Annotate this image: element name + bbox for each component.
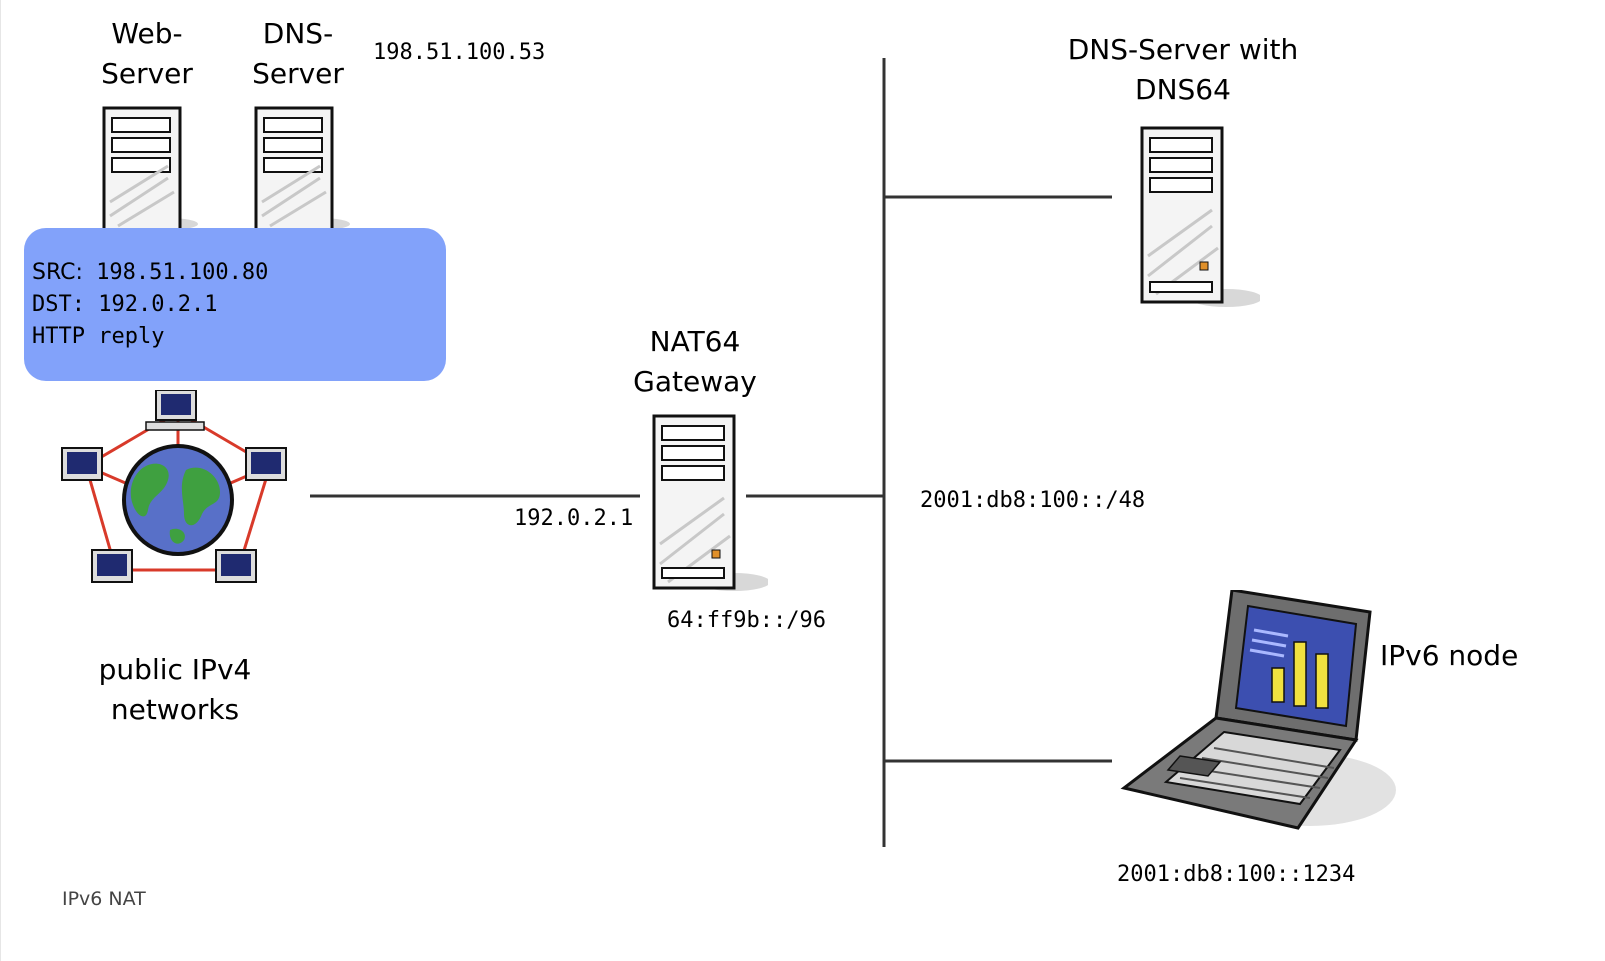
frame-edge [0, 0, 1, 961]
dns64-server-label-line1: DNS-Server with [1067, 33, 1299, 66]
ipv6-subnet-label: 2001:db8:100::/48 [920, 488, 1146, 513]
packet-dst-label: DST: [32, 292, 85, 317]
nat64-gateway-label-line2: Gateway [633, 365, 757, 398]
packet-dst-value: 192.0.2.1 [98, 292, 218, 317]
ipv4-network-label-line1: public IPv4 [98, 653, 252, 686]
server-tower-icon [254, 106, 350, 230]
server-tower-icon [652, 414, 768, 591]
packet-payload: HTTP reply [32, 324, 165, 349]
nat64-ipv4-address: 192.0.2.1 [514, 506, 634, 531]
web-server-label-line1: Web- [111, 17, 183, 50]
server-tower-icon [1140, 126, 1260, 307]
packet-src-line: SRC: 198.51.100.80 [32, 260, 268, 285]
web-server-label-line2: Server [101, 57, 193, 90]
footer-caption: IPv6 NAT [62, 888, 146, 910]
dns64-server-label: DNS-Server with DNS64 [1050, 30, 1316, 110]
ipv4-network-label: public IPv4 networks [70, 650, 280, 730]
dns-server-label-line1: DNS- [262, 17, 334, 50]
dns-server-label-line2: Server [252, 57, 344, 90]
dns64-server-label-line2: DNS64 [1135, 73, 1231, 106]
ipv6-node-address: 2001:db8:100::1234 [1117, 862, 1356, 887]
packet-info-box: SRC: 198.51.100.80 DST: 192.0.2.1 HTTP r… [24, 228, 446, 381]
nat64-prefix: 64:ff9b::/96 [667, 608, 826, 633]
server-tower-icon [102, 106, 198, 230]
dns-server-label: DNS- Server [243, 14, 353, 94]
ipv6-node-label: IPv6 node [1380, 639, 1519, 672]
dns-server-address: 198.51.100.53 [373, 40, 546, 65]
web-server-label: Web- Server [92, 14, 202, 94]
nat64-gateway-label: NAT64 Gateway [620, 322, 770, 402]
laptop-icon [1120, 590, 1396, 830]
globe-network-icon [61, 390, 287, 583]
packet-src-label: SRC: [32, 260, 83, 285]
ipv4-network-label-line2: networks [110, 693, 240, 726]
packet-dst-line: DST: 192.0.2.1 [32, 292, 217, 317]
nat64-gateway-label-line1: NAT64 [649, 325, 741, 358]
packet-src-value: 198.51.100.80 [96, 260, 269, 285]
